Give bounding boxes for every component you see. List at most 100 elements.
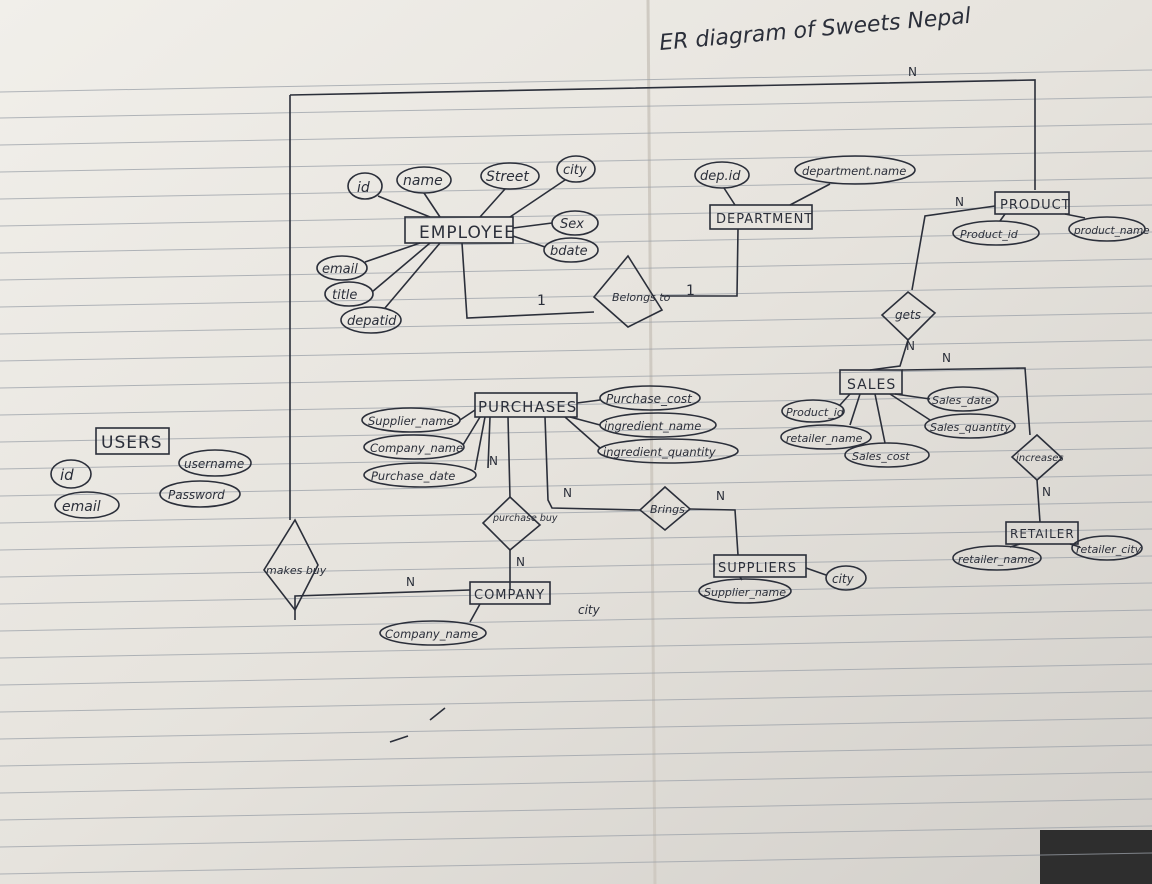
attr-purchases-date-label: Purchase_date [371,469,455,483]
attr-employee-depatid [340,306,402,334]
relationship-gets-label: gets [895,308,921,322]
increases-retailer-line [1036,479,1041,523]
cardinality-purchases-purchase: N [489,454,498,468]
relationship-belongs-to [592,254,664,328]
attr-employee-city [556,155,596,183]
entity-employee [404,216,514,244]
attr-employee-title [324,281,374,307]
cardinality-department-belongs: 1 [686,283,695,299]
attr-purchases-company-name-label: Company_name [370,441,463,455]
belongs-to-lines [461,228,739,319]
attr-retailer-name-label: retailer_name [958,553,1035,566]
entity-sales [839,369,903,395]
attr-sales-cost-label: Sales_cost [852,450,910,463]
attr-purchases-ingredient-quantity [597,438,739,464]
entity-department [709,204,813,230]
attr-users-id [50,459,92,489]
attr-users-username [178,449,252,477]
attr-employee-name-label: name [403,173,443,189]
attr-sales-retailer-name-label: retailer_name [786,432,863,445]
entity-users-label: USERS [101,433,163,453]
cardinality-brings-suppliers: N [716,489,725,503]
cardinality-purchases-brings: N [563,486,572,500]
retailer-lines [1009,543,1081,548]
attr-product-id [952,220,1040,246]
entity-sales-label: SALES [847,377,896,393]
notebook-fold [646,0,657,884]
entity-retailer-label: RETAILER [1010,527,1075,541]
purchases-relationship-lines [487,416,641,511]
attr-employee-street [480,162,540,190]
attr-purchases-cost [599,385,701,411]
attr-employee-depatid-label: depatid [347,314,397,329]
attr-company-name [379,620,487,646]
relationship-brings-label: Brings [650,503,685,516]
attr-retailer-name [952,545,1042,571]
cardinality-product-gets: N [955,195,964,209]
entity-purchases [474,392,578,418]
cardinality-purchase-company: N [516,555,525,569]
attr-department-id-label: dep.id [700,169,741,184]
cardinality-makes-company: N [406,575,415,589]
relationship-makes-buy [263,518,319,612]
attr-product-name-label: product_name [1073,225,1150,237]
attr-employee-email [316,255,368,281]
attr-company-name-label: Company_name [385,627,478,641]
attr-product-name [1068,216,1146,242]
cardinality-gets-sales: N [906,339,915,353]
attr-company-city-label: city [578,603,601,617]
pen-marks [389,707,446,743]
attr-users-username-label: username [184,457,244,471]
gets-sales-line [869,339,909,371]
table-background [1040,830,1152,884]
attr-retailer-city-label: retailer_city [1076,543,1142,556]
attr-purchases-date [363,462,477,488]
relationship-increases-label: increases [1016,453,1064,464]
attr-employee-id-label: id [357,180,370,196]
attr-sales-quantity [924,413,1016,439]
attr-employee-city-label: city [563,163,587,178]
attr-users-password-label: Password [168,488,225,502]
entity-employee-label: EMPLOYEE [419,223,516,243]
product-lines [911,205,1086,291]
entity-purchases-label: PURCHASES [478,398,577,416]
cardinality-employee-belongs: 1 [537,293,546,309]
cardinality-increases-retailer: N [1042,485,1051,499]
attr-purchases-cost-label: Purchase_cost [606,392,693,406]
relationship-makes-buy-label: makes buy [266,564,327,577]
attr-department-id [694,161,750,189]
purchases-attribute-lines [459,399,601,471]
top-connection-line [289,79,1036,620]
attr-users-email [54,491,120,519]
entity-product [994,191,1070,215]
sales-lines [839,367,1031,444]
entity-retailer [1005,521,1079,545]
cardinality-top: N [908,65,917,79]
entity-suppliers [713,554,807,578]
attr-sales-product-id-label: Product_id [786,406,845,419]
brings-suppliers-line [689,508,739,556]
attr-sales-date-label: Sales_date [932,394,992,407]
ruled-lines [0,69,1152,875]
attr-sales-retailer-name [780,424,872,450]
attr-suppliers-name [698,578,792,604]
attr-suppliers-name-label: Supplier_name [704,586,786,599]
attr-purchases-company-name [363,434,465,460]
attr-sales-quantity-label: Sales_quantity [930,421,1011,434]
attr-purchases-supplier-name-label: Supplier_name [368,414,454,428]
entity-company [469,581,551,605]
relationship-brings [638,485,692,532]
attr-product-id-label: Product_id [960,228,1019,241]
cardinality-sales-increases: N [942,351,951,365]
entity-company-label: COMPANY [474,588,545,603]
attr-department-name-label: department.name [802,164,906,178]
company-attribute-line [469,603,481,623]
entity-department-label: DEPARTMENT [716,212,813,227]
attr-employee-email-label: email [322,262,358,277]
attr-retailer-city [1071,535,1143,561]
attr-purchases-ingredient-name-label: ingredient_name [604,419,701,433]
attr-employee-street-label: Street [486,169,529,185]
entity-product-label: PRODUCT [1000,198,1071,213]
